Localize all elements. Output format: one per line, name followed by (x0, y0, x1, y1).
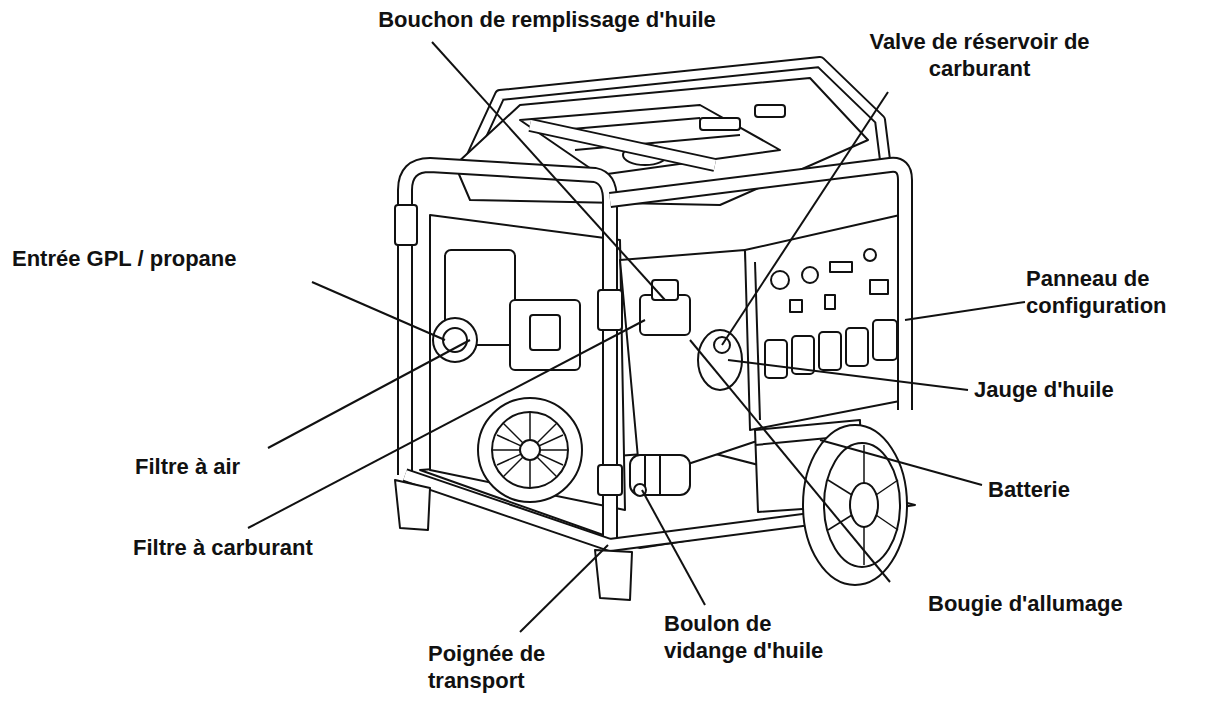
part-label: Filtre à air (135, 453, 295, 480)
part-label: Entrée GPL / propane (12, 245, 312, 272)
part-label-text: Filtre à air (135, 454, 240, 479)
part-label-text: Jauge d'huile (974, 377, 1114, 402)
part-label: Batterie (988, 476, 1118, 503)
part-label: Jauge d'huile (974, 376, 1174, 403)
part-label: Bouchon de remplissage d'huile (322, 6, 772, 33)
part-label-text: Poignée de transport (428, 641, 545, 693)
part-label-text: Batterie (988, 477, 1070, 502)
part-label-text: Filtre à carburant (133, 535, 313, 560)
part-label-text: Bouchon de remplissage d'huile (378, 7, 716, 32)
part-label-text: Entrée GPL / propane (12, 246, 237, 271)
leader-lines (248, 42, 1025, 632)
part-label: Panneau de configuration (1026, 265, 1212, 319)
part-label: Valve de réservoir de carburant (862, 28, 1097, 82)
part-label: Poignée de transport (428, 640, 598, 694)
part-label-text: Boulon de vidange d'huile (664, 611, 823, 663)
part-label: Boulon de vidange d'huile (664, 610, 844, 664)
part-label-text: Bougie d'allumage (928, 591, 1123, 616)
part-label: Filtre à carburant (133, 534, 393, 561)
part-label-text: Valve de réservoir de carburant (869, 29, 1089, 81)
part-label: Bougie d'allumage (928, 590, 1188, 617)
part-label-text: Panneau de configuration (1026, 266, 1167, 318)
